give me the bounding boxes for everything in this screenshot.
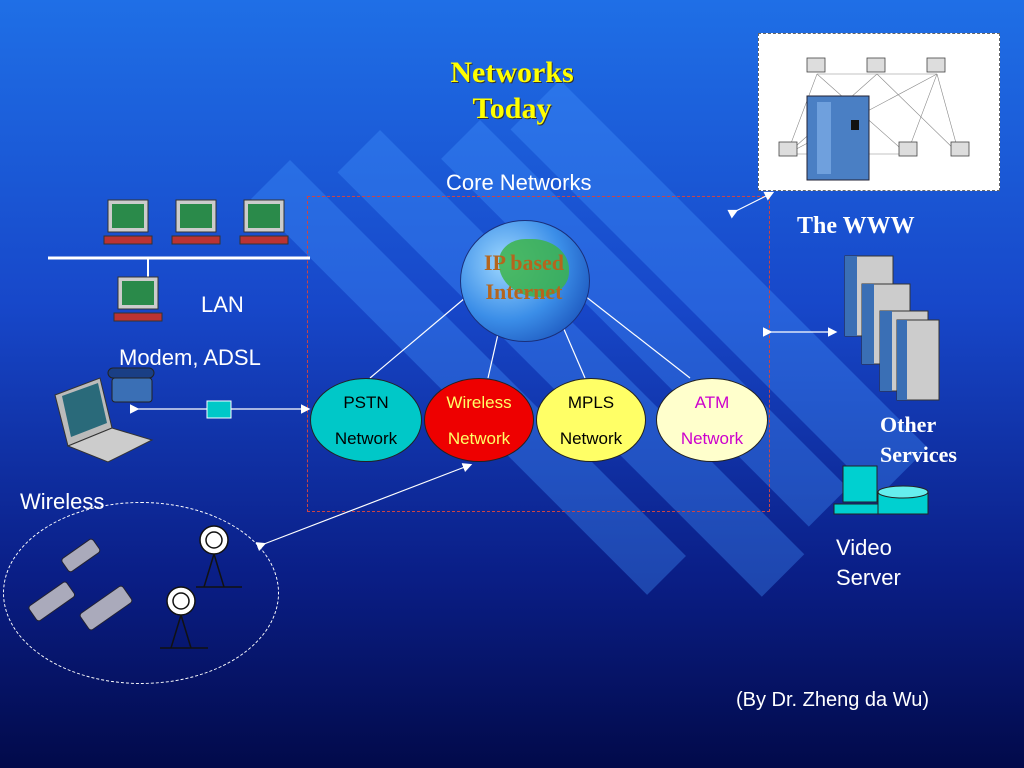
video-server-label: Video Server	[836, 533, 901, 593]
www-label: The WWW	[797, 213, 915, 239]
other-services-line-2: Services	[880, 442, 957, 467]
author-credit: (By Dr. Zheng da Wu)	[736, 689, 930, 711]
pstn-network-node: PSTN Network	[310, 378, 422, 462]
atm-line-2: Network	[680, 429, 744, 448]
wireless-arrow	[255, 463, 473, 552]
globe-label: IP based Internet	[462, 248, 586, 306]
mpls-line-2: Network	[559, 429, 623, 448]
wireless-network-node: Wireless Network	[424, 378, 534, 462]
globe-label-line-1: IP based	[483, 250, 565, 275]
globe-to-wireless-line	[487, 333, 499, 379]
www-arrow	[727, 191, 775, 219]
globe-to-atm-line	[584, 295, 691, 379]
globe-to-pstn-line	[369, 297, 466, 379]
video-server-line-1: Video	[836, 535, 892, 560]
pstn-line-2: Network	[334, 429, 398, 448]
wireless-net-line-1: Wireless	[446, 393, 512, 412]
computer-icon	[171, 199, 221, 245]
title-line-2: Today	[472, 92, 552, 125]
other-services-label: Other Services	[880, 410, 957, 470]
laptop-icon	[54, 377, 154, 463]
www-network-picture	[758, 33, 1000, 191]
video-server-line-2: Server	[836, 565, 901, 590]
mpls-network-node: MPLS Network	[536, 378, 646, 462]
core-networks-boundary	[307, 196, 770, 512]
www-network-drawing	[778, 57, 970, 181]
server-rack-icon	[844, 255, 940, 401]
other-services-line-1: Other	[880, 412, 937, 437]
lan-label: LAN	[201, 292, 244, 317]
wireless-area-boundary	[3, 502, 279, 684]
pstn-line-1: PSTN	[343, 393, 389, 412]
modem-icon	[206, 400, 232, 419]
globe-land	[499, 239, 569, 297]
computer-icon	[239, 199, 289, 245]
computer-icon	[103, 199, 153, 245]
wireless-net-line-2: Network	[447, 429, 511, 448]
wireless-label: Wireless	[20, 489, 105, 514]
telephone-icon	[107, 367, 155, 403]
atm-network-node: ATM Network	[656, 378, 768, 462]
computer-icon	[113, 276, 163, 322]
core-networks-label: Core Networks	[446, 170, 592, 195]
globe-label-line-2: Internet	[485, 279, 563, 304]
atm-line-1: ATM	[694, 393, 730, 412]
globe-icon	[460, 220, 590, 342]
modem-adsl-label: Modem, ADSL	[119, 345, 261, 370]
mpls-line-1: MPLS	[567, 393, 615, 412]
slide-title: Networks Today	[380, 55, 644, 127]
video-server-icon	[833, 465, 929, 515]
title-line-1: Networks	[450, 56, 574, 89]
